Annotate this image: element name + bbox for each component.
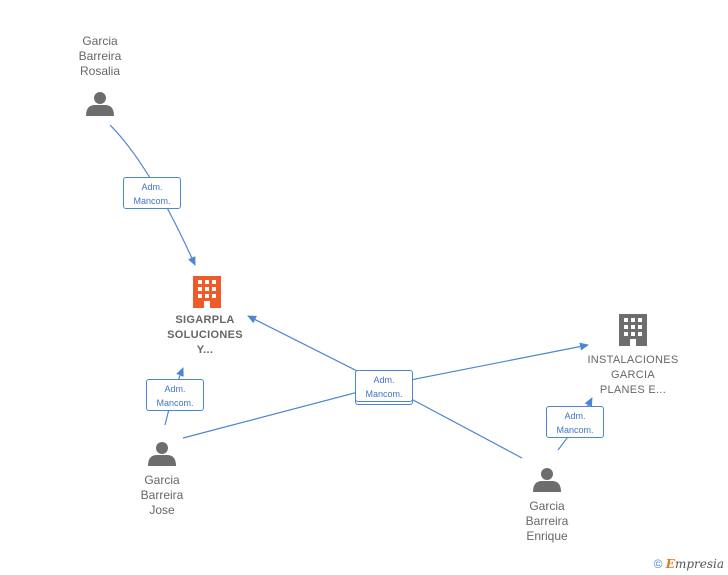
name-line: Garcia: [529, 499, 565, 513]
empresia-logo: Empresia: [666, 557, 724, 571]
edge-label-enrique-instalaciones[interactable]: Adm. Mancom.: [546, 406, 604, 438]
building-icon[interactable]: [193, 276, 221, 308]
company-label-sigarpla[interactable]: SIGARPLA SOLUCIONES Y...: [150, 313, 260, 358]
edge-label-line: Mancom.: [556, 425, 594, 435]
person-label-jose[interactable]: Garcia Barreira Jose: [117, 473, 207, 518]
name-line: Garcia: [144, 473, 180, 487]
name-line: Enrique: [526, 529, 568, 543]
edge-label-line: Adm.: [564, 411, 586, 421]
footer-brand[interactable]: © Empresia: [654, 557, 724, 571]
name-line: Barreira: [78, 49, 122, 63]
name-line: Garcia: [82, 34, 118, 48]
person-icon[interactable]: [533, 468, 561, 492]
edge-label-rosalia-sigarpla[interactable]: Adm. Mancom.: [123, 177, 181, 209]
name-line: Rosalia: [79, 64, 121, 78]
edge-central-instalaciones: [384, 342, 589, 386]
edge-label-central[interactable]: Adm. Mancom.: [355, 370, 413, 402]
person-icon[interactable]: [86, 92, 114, 116]
copyright-symbol: ©: [653, 557, 663, 571]
company-label-instalaciones[interactable]: INSTALACIONES GARCIA PLANES E...: [578, 353, 688, 398]
name-line: SIGARPLA: [175, 314, 235, 326]
edge-label-line: Mancom.: [156, 398, 194, 408]
name-line: Y...: [196, 344, 214, 356]
edge-label-jose-sigarpla[interactable]: Adm. Mancom.: [146, 379, 204, 411]
logo-letter: E: [665, 557, 675, 571]
person-label-rosalia[interactable]: Garcia Barreira Rosalia: [55, 34, 145, 79]
name-line: INSTALACIONES: [587, 354, 679, 366]
name-line: Barreira: [525, 514, 569, 528]
edge-label-line: Adm.: [373, 375, 395, 385]
edge-label-line: Mancom.: [365, 389, 403, 399]
name-line: GARCIA: [611, 369, 655, 381]
edge-label-line: Adm.: [141, 182, 163, 192]
edge-label-line: Adm.: [164, 384, 186, 394]
person-label-enrique[interactable]: Garcia Barreira Enrique: [502, 499, 592, 544]
building-icon[interactable]: [619, 314, 647, 346]
name-line: SOLUCIONES: [167, 329, 243, 341]
name-line: Jose: [149, 503, 175, 517]
edge-jose-central: [182, 384, 386, 439]
person-icon[interactable]: [148, 442, 176, 466]
name-line: Barreira: [140, 488, 184, 502]
name-line: PLANES E...: [599, 384, 667, 396]
logo-text: mpresia: [674, 557, 724, 571]
edge-label-line: Mancom.: [133, 196, 171, 206]
